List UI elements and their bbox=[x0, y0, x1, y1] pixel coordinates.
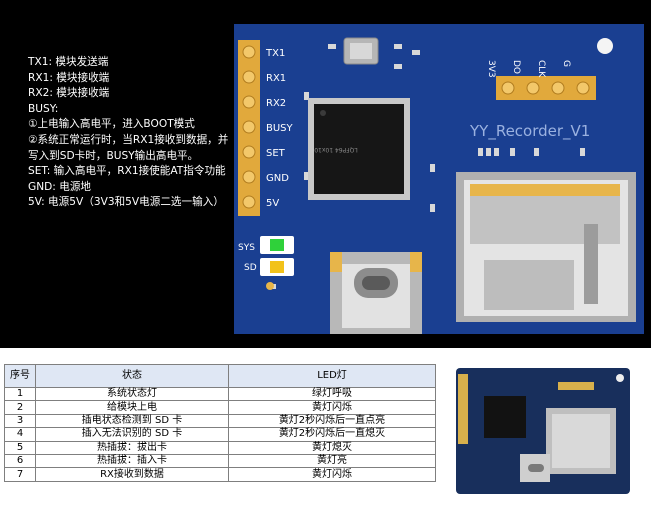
cell-index: 4 bbox=[4, 427, 36, 442]
cell-index: 2 bbox=[4, 400, 36, 415]
cell-led: 黄灯熄灭 bbox=[228, 440, 436, 455]
pin-desc-line: RX1: 模块接收端 bbox=[28, 71, 110, 84]
header-index: 序号 bbox=[4, 364, 36, 388]
pin-desc-line: GND: 电源地 bbox=[28, 180, 92, 193]
pin-label-5v: 5V bbox=[266, 198, 279, 209]
header-pin bbox=[242, 70, 256, 84]
header-pin bbox=[526, 81, 540, 95]
cell-status: 热插拔：拔出卡 bbox=[35, 440, 229, 455]
header-pin bbox=[576, 81, 590, 95]
led-label-sd: SD bbox=[244, 263, 257, 273]
mount-hole bbox=[597, 38, 613, 54]
header-pin bbox=[242, 95, 256, 109]
cell-index: 6 bbox=[4, 453, 36, 469]
header-pin bbox=[501, 81, 515, 95]
header-pin bbox=[242, 45, 256, 59]
cell-led: 黄灯闪烁 bbox=[228, 400, 436, 415]
cell-led: 黄灯2秒闪烁后一直熄灭 bbox=[228, 427, 436, 442]
usb-c-connector bbox=[330, 252, 422, 334]
pin-desc-line: BUSY: bbox=[28, 102, 59, 115]
via-pad bbox=[266, 282, 274, 290]
pinout-panel: TX1: 模块发送端 RX1: 模块接收端 RX2: 模块接收端 BUSY: ①… bbox=[0, 0, 651, 348]
pin-label-busy: BUSY bbox=[266, 123, 294, 134]
pin-label-clk: CLK bbox=[536, 60, 546, 78]
cell-status: 插电状态检测到 SD 卡 bbox=[35, 413, 229, 429]
module-photo bbox=[450, 360, 636, 498]
crystal-top bbox=[350, 43, 372, 59]
cap-part bbox=[394, 44, 402, 49]
cell-led: 黄灯闪烁 bbox=[228, 467, 436, 482]
cell-index: 1 bbox=[4, 386, 36, 402]
pin-desc-line: SET: 输入高电平，RX1接使能AT指令功能 bbox=[28, 165, 226, 178]
cap-part bbox=[494, 148, 499, 156]
pin-label-rx1: RX1 bbox=[266, 73, 286, 84]
cap-part bbox=[394, 64, 402, 69]
cell-status: 系统状态灯 bbox=[35, 386, 229, 402]
cap-part bbox=[430, 164, 435, 172]
pin-desc-line: TX1: 模块发送端 bbox=[28, 56, 109, 68]
cell-led: 黄灯2秒闪烁后一直点亮 bbox=[228, 413, 436, 429]
header-pin bbox=[242, 170, 256, 184]
pin-label-g: G bbox=[561, 60, 571, 67]
cell-status: RX接收到数据 bbox=[35, 467, 229, 482]
cell-status: 热插拔：插入卡 bbox=[35, 453, 229, 469]
cap-part bbox=[534, 148, 539, 156]
cell-index: 5 bbox=[4, 440, 36, 455]
pin-label-3v3: 3V3 bbox=[486, 60, 496, 78]
cell-status: 插入无法识别的 SD 卡 bbox=[35, 427, 229, 442]
cell-led: 黄灯亮 bbox=[228, 453, 436, 469]
sd-card-slot bbox=[456, 172, 636, 322]
cap-part bbox=[412, 50, 420, 55]
cap-part bbox=[304, 92, 309, 100]
led-sd-yellow bbox=[270, 261, 284, 273]
pin-desc-line: ②系统正常运行时，当RX1接收到数据，并写入到SD卡时，BUSY输出高电平。 bbox=[28, 133, 229, 162]
pin-desc-line: ①上电输入高电平，进入BOOT模式 bbox=[28, 118, 195, 131]
photo-mcu bbox=[484, 396, 526, 438]
pin-label-tx1: TX1 bbox=[265, 48, 285, 59]
table-header-row: 序号 状态 LED灯 bbox=[4, 364, 436, 388]
led-label-sys: SYS bbox=[238, 243, 255, 253]
mcu-chip: LQFP64 10x10 bbox=[308, 98, 410, 200]
header-pin bbox=[242, 195, 256, 209]
cap-part bbox=[486, 148, 491, 156]
pin-desc-line: 5V: 电源5V（3V3和5V电源二选一输入） bbox=[28, 196, 224, 209]
pin-label-set: SET bbox=[266, 148, 286, 159]
cell-status: 给模块上电 bbox=[35, 400, 229, 415]
pin-desc-line: RX2: 模块接收端 bbox=[28, 87, 110, 100]
cap-part bbox=[478, 148, 483, 156]
header-pin bbox=[242, 145, 256, 159]
cap-part bbox=[304, 172, 309, 180]
cap-part bbox=[328, 44, 336, 49]
header-status: 状态 bbox=[35, 364, 229, 388]
cap-part bbox=[510, 148, 515, 156]
cell-index: 7 bbox=[4, 467, 36, 482]
photo-header bbox=[458, 374, 468, 444]
header-pin bbox=[551, 81, 565, 95]
board-title: YY_Recorder_V1 bbox=[469, 122, 590, 141]
cell-index: 3 bbox=[4, 413, 36, 429]
header-led: LED灯 bbox=[228, 364, 436, 388]
led-sys-green bbox=[270, 239, 284, 251]
cap-part bbox=[580, 148, 585, 156]
chip-label: LQFP64 10x10 bbox=[314, 146, 358, 153]
pin-label-rx2: RX2 bbox=[266, 98, 286, 109]
cap-part bbox=[430, 204, 435, 212]
cell-led: 绿灯呼吸 bbox=[228, 386, 436, 402]
header-pin bbox=[242, 120, 256, 134]
pin-description-list: TX1: 模块发送端 RX1: 模块接收端 RX2: 模块接收端 BUSY: ①… bbox=[28, 55, 233, 211]
pin-label-gnd: GND bbox=[266, 173, 289, 184]
pin-label-do: DO bbox=[511, 60, 521, 74]
